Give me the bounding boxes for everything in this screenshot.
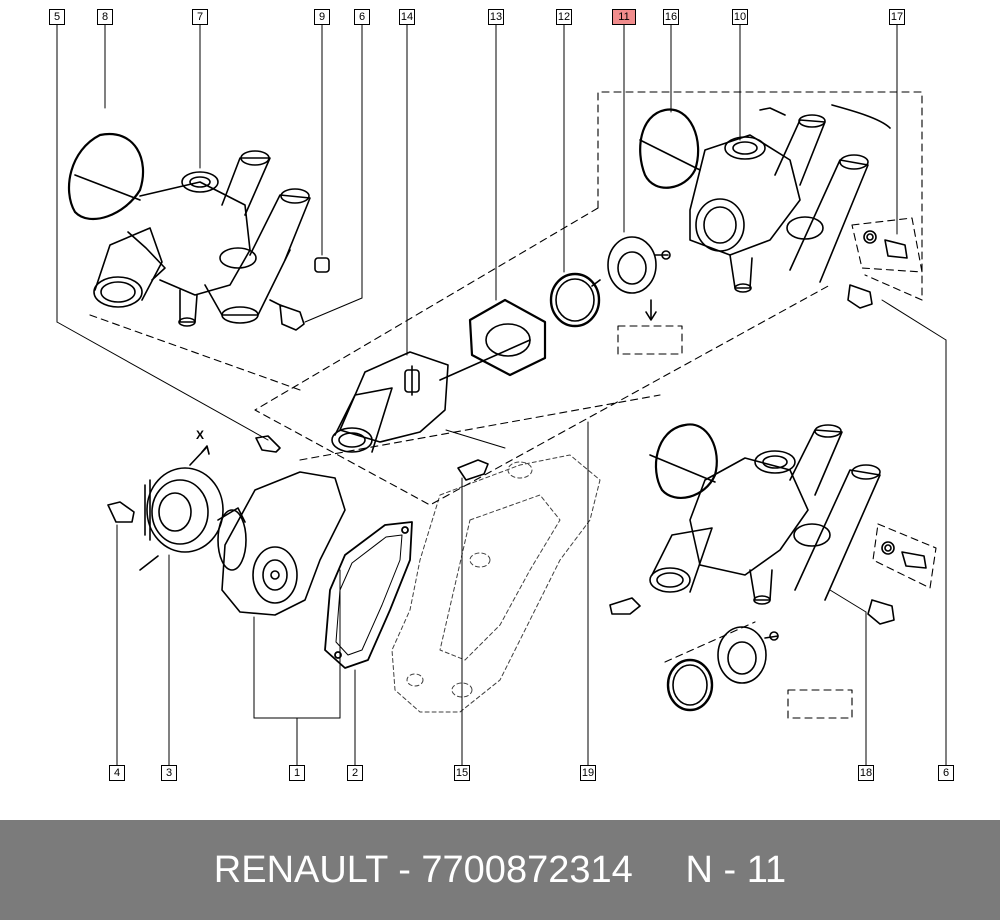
direction-x-mark: X	[196, 428, 205, 442]
top-right-housing	[639, 104, 908, 309]
bottom-right-housing	[609, 423, 927, 712]
bolt-15	[457, 459, 489, 481]
callout-1[interactable]: 1	[289, 765, 305, 781]
water-pump	[107, 435, 346, 616]
engine-block-outline	[391, 454, 601, 713]
part-number-footer: RENAULT - 7700872314 N - 11	[0, 820, 1000, 920]
callout-8[interactable]: 8	[97, 9, 113, 25]
callout-3[interactable]: 3	[161, 765, 177, 781]
callout-6[interactable]: 6	[354, 9, 370, 25]
diagram-drawing	[56, 24, 947, 766]
callout-10[interactable]: 10	[732, 9, 748, 25]
callout-9[interactable]: 9	[314, 9, 330, 25]
callout-17[interactable]: 17	[889, 9, 905, 25]
leader-lines	[56, 24, 947, 766]
dashed-outlines	[89, 91, 937, 719]
callout-15[interactable]: 15	[454, 765, 470, 781]
exploded-parts-diagram: X 5 8 7 9 6 14 13 12 11 16 10 17 4 3 1 2…	[49, 9, 954, 781]
callout-19[interactable]: 19	[580, 765, 596, 781]
footer-part-label: RENAULT - 7700872314 N - 11	[213, 849, 787, 891]
callout-7[interactable]: 7	[192, 9, 208, 25]
center-thermostat-cover	[331, 236, 671, 453]
callout-5[interactable]: 5	[49, 9, 65, 25]
pump-gasket	[324, 521, 413, 669]
callout-6-bottom[interactable]: 6	[938, 765, 954, 781]
callout-18[interactable]: 18	[858, 765, 874, 781]
callout-4[interactable]: 4	[109, 765, 125, 781]
callout-12[interactable]: 12	[556, 9, 572, 25]
callout-14[interactable]: 14	[399, 9, 415, 25]
top-left-housing	[67, 132, 330, 331]
callout-2[interactable]: 2	[347, 765, 363, 781]
callout-11-highlighted[interactable]: 11	[612, 9, 636, 25]
callout-13[interactable]: 13	[488, 9, 504, 25]
callout-16[interactable]: 16	[663, 9, 679, 25]
